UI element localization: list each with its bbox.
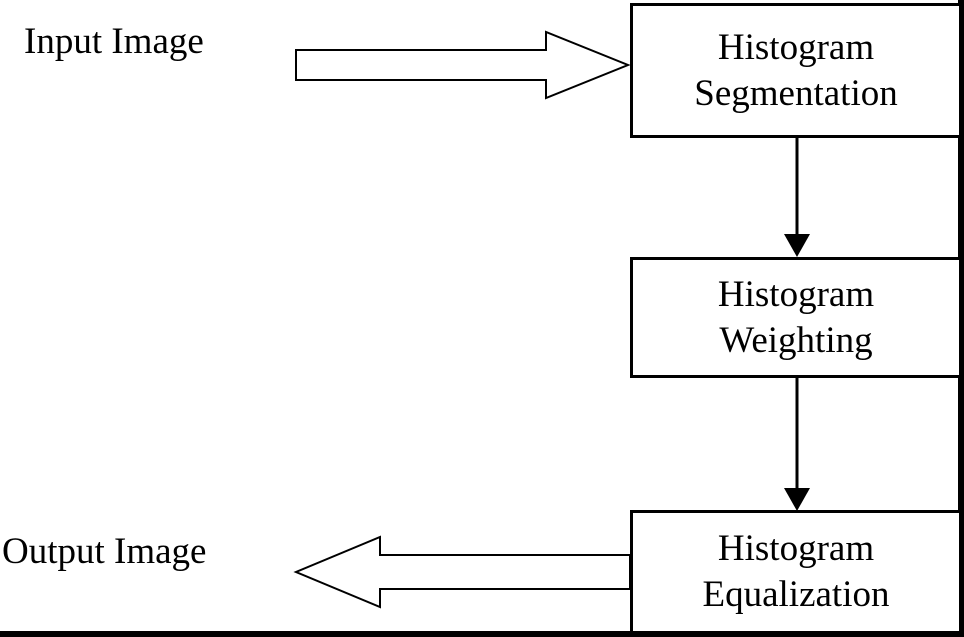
box-line: Histogram [717, 528, 875, 569]
histogram-segmentation-box: Histogram Segmentation [630, 3, 962, 138]
box-line: Equalization [702, 574, 890, 615]
box-line: Histogram [717, 273, 875, 315]
box-line: Histogram [717, 26, 875, 68]
box-line: Weighting [719, 319, 873, 361]
arrow-seg-to-weight-head [784, 234, 810, 257]
histogram-weighting-box: Histogram Weighting [630, 257, 962, 378]
output-arrow [293, 535, 631, 609]
box-line: Segmentation [694, 72, 898, 114]
input-arrow [295, 30, 631, 100]
output-image-label: Output Image [2, 531, 207, 572]
histogram-equalization-box: Histogram Equalization [630, 510, 962, 634]
arrow-weight-to-eq-head [784, 488, 810, 511]
input-image-label: Input Image [24, 21, 204, 62]
